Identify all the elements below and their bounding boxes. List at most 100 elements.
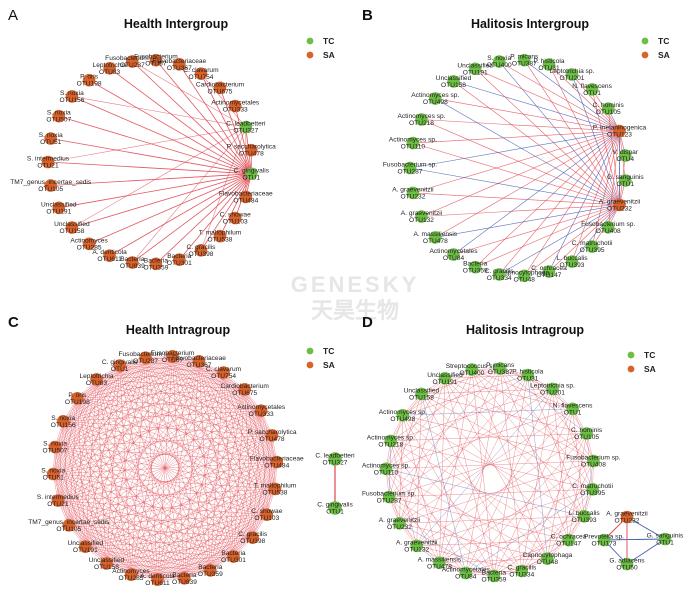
node-label-otu: OTU478	[239, 151, 264, 158]
node-label-otu: OTU31	[538, 65, 560, 72]
network-edge	[77, 398, 234, 557]
network-edge	[233, 488, 276, 557]
network-edge	[85, 546, 211, 571]
network-edge	[210, 514, 267, 571]
network-edge	[130, 537, 253, 575]
node-label-otu: OTU218	[409, 120, 434, 127]
network-edge	[524, 59, 620, 132]
node-circle-flavobacteriaceae-otu484	[239, 190, 253, 204]
network-edge	[63, 410, 262, 422]
node-label-otu: OTU232	[400, 193, 425, 200]
network-node: Fusobacterium sp.OTU408	[566, 455, 620, 469]
node-label-otu: OTU1	[617, 181, 635, 188]
node-label-name: Unclassified	[404, 387, 440, 394]
network-edge	[106, 365, 120, 564]
network-edge	[68, 525, 211, 571]
network-edge	[402, 415, 594, 462]
network-edge	[77, 398, 273, 436]
network-edge	[145, 357, 262, 411]
node-circle-actinomyces-otu285	[82, 237, 96, 251]
legend-label-tc: TC	[323, 346, 334, 356]
network-edge	[96, 361, 200, 380]
node-label-name: Streptococcus sp.	[446, 363, 499, 370]
node-circle-prevotella-sp-otu173	[597, 533, 611, 547]
node-circle-unclassified-otu191	[52, 201, 66, 215]
node-label-name: S. noxia	[487, 55, 511, 62]
network-edge	[77, 398, 262, 411]
node-label-name: P. micans	[510, 54, 539, 61]
node-label-name: Actinomyces sp.	[367, 434, 415, 441]
network-edge	[71, 126, 246, 228]
network-edge	[63, 365, 120, 422]
network-edge	[53, 365, 120, 475]
network-edge	[68, 525, 158, 580]
network-edge	[63, 421, 132, 575]
network-edge	[390, 440, 466, 574]
node-label-otu: OTU478	[423, 238, 448, 245]
network-edge	[119, 365, 224, 373]
node-circle-unclassified-otu158	[415, 387, 428, 401]
network-edge	[54, 446, 132, 575]
node-circle-a-graevenitzii-otu232	[393, 517, 406, 530]
node-label-otu: OTU158	[59, 228, 84, 235]
node-label-otu: OTU408	[596, 228, 621, 235]
network-edge	[402, 415, 585, 517]
network-edge	[475, 204, 620, 268]
network-edge	[390, 440, 417, 546]
node-circle-bacteria-otu839	[178, 572, 191, 585]
node-circle-g-sanguinis-otu1	[619, 174, 632, 187]
network-edge	[47, 161, 252, 175]
node-circle-p-oris-otu198	[82, 73, 96, 87]
network-edge	[63, 421, 86, 547]
node-label: Streptococcus sp.OTU400	[446, 363, 499, 377]
node-circle-fusobacterium-sp-otu287	[126, 55, 139, 68]
network-edge	[527, 375, 585, 517]
panel-c-health-intragroup: C Health Intragroup TC SA Fusobacterium …	[8, 314, 355, 587]
network-edge	[547, 460, 594, 559]
node-label-otu: OTU105	[38, 186, 63, 193]
network-edge	[552, 388, 569, 541]
network-edge	[500, 368, 569, 541]
network-edge	[85, 361, 200, 547]
node-label-otu: OTU84	[443, 255, 465, 262]
network-edge	[85, 546, 185, 579]
network-edge	[96, 379, 158, 580]
network-edge	[132, 61, 246, 128]
panel-title-c: Health Intragroup	[126, 323, 231, 337]
node-label-otu: OTU334	[487, 275, 512, 282]
node-label-name: Bacteria	[172, 572, 197, 579]
node-label-otu: OTU191	[73, 547, 98, 554]
network-edge	[54, 379, 97, 448]
node-circle-actinomycetales-otu333	[228, 99, 242, 113]
legend-swatch-sa	[627, 365, 635, 373]
network-edge	[439, 375, 528, 563]
node-label-otu: OTU327	[323, 460, 348, 467]
network-node: Prevotella sp.OTU173	[584, 534, 624, 548]
node-label-name: Capnocytophaga	[522, 552, 572, 559]
network-edge	[85, 435, 273, 547]
network-edge	[444, 378, 594, 462]
